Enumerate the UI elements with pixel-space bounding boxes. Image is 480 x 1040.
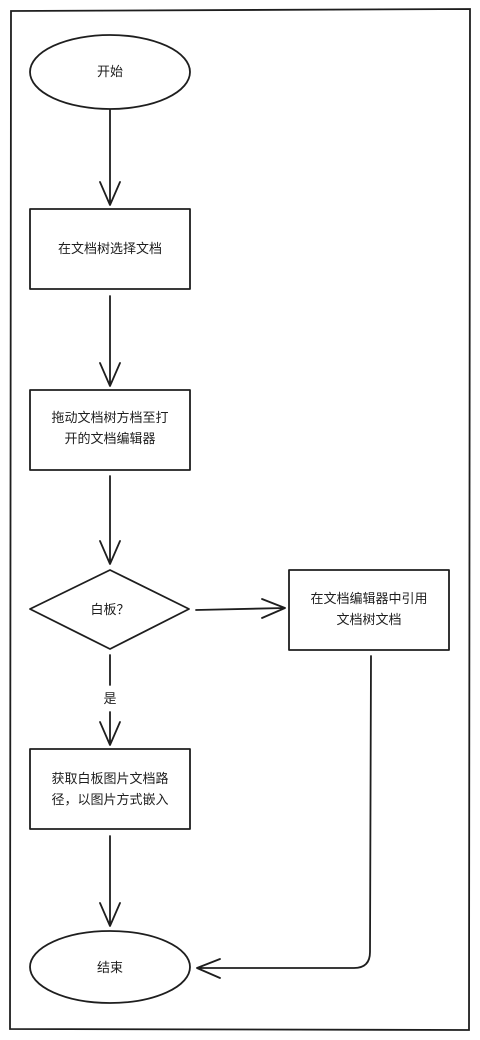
drag-doc-label-line1: 拖动文档树方档至打 xyxy=(51,410,168,426)
decision-label: 白板？ xyxy=(90,602,129,618)
select-doc-box xyxy=(29,208,191,290)
select-doc-node: 在文档树选择文档 xyxy=(29,208,191,290)
start-label: 开始 xyxy=(97,65,123,80)
arrow-reference-to-end xyxy=(196,655,372,979)
embed-box xyxy=(29,748,191,830)
whiteboard-decision-node: 白板？ xyxy=(29,569,190,650)
decision-diamond xyxy=(29,569,190,650)
end-label: 结束 xyxy=(97,961,123,976)
arrow-start-to-select xyxy=(99,109,121,206)
start-oval xyxy=(29,34,191,110)
select-doc-label: 在文档树选择文档 xyxy=(58,242,162,257)
end-oval xyxy=(29,930,191,1004)
reference-box xyxy=(288,569,450,651)
yes-branch-label: 是 xyxy=(103,692,116,707)
start-node: 开始 xyxy=(29,34,191,110)
end-node: 结束 xyxy=(29,930,191,1004)
diagram-frame xyxy=(9,8,471,1031)
arrow-select-to-drag xyxy=(99,295,121,387)
reference-node: 在文档编辑器中引用 文档树文档 xyxy=(288,569,450,651)
drag-doc-box xyxy=(29,389,191,471)
embed-node: 获取白板图片文档路 径，以图片方式嵌入 xyxy=(29,748,191,830)
reference-label-line1: 在文档编辑器中引用 xyxy=(310,592,427,607)
arrow-decision-to-embed-bottom xyxy=(99,711,121,746)
arrow-decision-to-reference xyxy=(195,598,286,619)
reference-label-line2: 文档树文档 xyxy=(336,613,401,628)
drag-doc-label-line2: 开的文档编辑器 xyxy=(64,431,155,447)
arrow-embed-to-end xyxy=(99,835,121,927)
embed-label-line1: 获取白板图片文档路 xyxy=(51,771,168,787)
arrow-drag-to-decision xyxy=(99,475,121,565)
embed-label-line2: 径，以图片方式嵌入 xyxy=(51,792,168,808)
drag-doc-node: 拖动文档树方档至打 开的文档编辑器 xyxy=(29,389,191,471)
